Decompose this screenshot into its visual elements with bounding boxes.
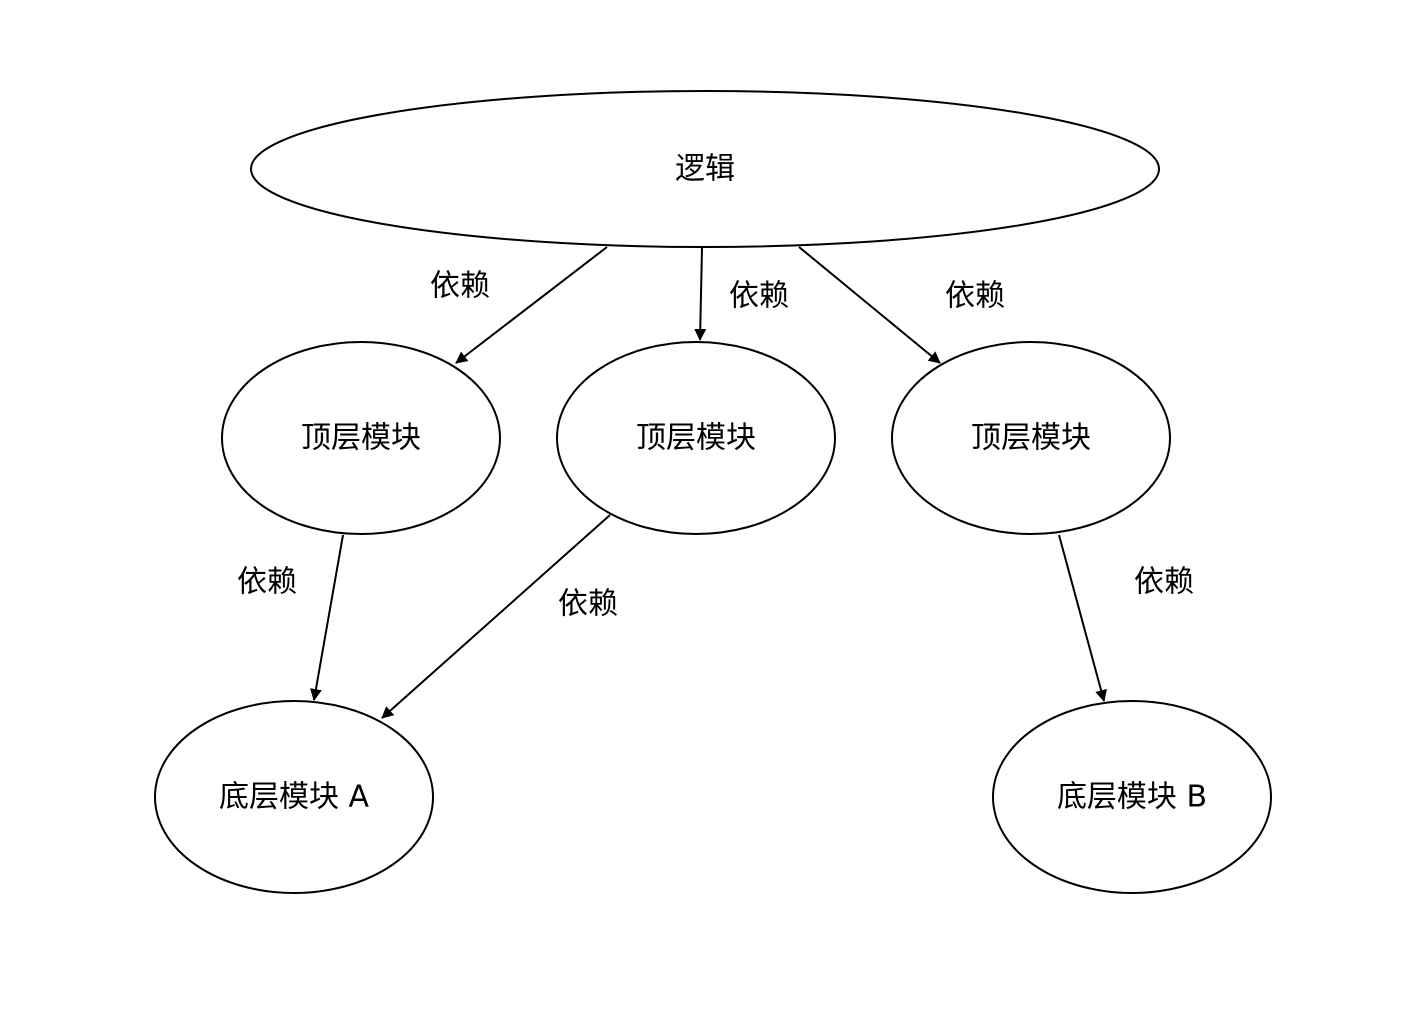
node-label-top2: 顶层模块: [636, 421, 756, 456]
edge-label-logic-top3: 依赖: [945, 279, 1005, 314]
edge-top3-bottomB: 依赖: [1058, 534, 1194, 702]
node-label-top3: 顶层模块: [971, 421, 1091, 456]
edge-label-logic-top1: 依赖: [430, 269, 490, 304]
node-label-logic: 逻辑: [675, 152, 735, 187]
edge-logic-top3: 依赖: [798, 246, 1005, 364]
edge-label-top2-bottomA: 依赖: [558, 587, 618, 622]
node-top-module-1: 顶层模块: [221, 341, 501, 535]
edge-top2-bottomA: 依赖: [381, 514, 618, 719]
edge-line: [798, 246, 941, 364]
node-shape: [556, 341, 836, 535]
edge-label-logic-top2: 依赖: [729, 279, 789, 314]
edge-logic-top1: 依赖: [430, 246, 608, 364]
node-shape: [154, 700, 434, 894]
node-top-module-2: 顶层模块: [556, 341, 836, 535]
edge-line: [1058, 534, 1107, 702]
edge-logic-top2: 依赖: [694, 247, 789, 341]
node-shape: [221, 341, 501, 535]
node-bottom-module-b: 底层模块 B: [992, 700, 1272, 894]
node-label-bottomA: 底层模块 A: [219, 780, 370, 815]
node-label-top1: 顶层模块: [301, 421, 421, 456]
edge-line: [381, 514, 611, 719]
node-shape: [891, 341, 1171, 535]
edge-line: [455, 246, 608, 364]
edge-label-top3-bottomB: 依赖: [1134, 565, 1194, 600]
node-bottom-module-a: 底层模块 A: [154, 700, 434, 894]
node-label-bottomB: 底层模块 B: [1057, 780, 1207, 815]
node-shape: [250, 90, 1160, 248]
edge-top1-bottomA: 依赖: [237, 534, 344, 701]
node-logic: 逻辑: [250, 90, 1160, 248]
edge-label-top1-bottomA: 依赖: [237, 565, 297, 600]
node-top-module-3: 顶层模块: [891, 341, 1171, 535]
node-shape: [992, 700, 1272, 894]
edge-line: [694, 247, 707, 341]
edge-line: [309, 534, 344, 701]
